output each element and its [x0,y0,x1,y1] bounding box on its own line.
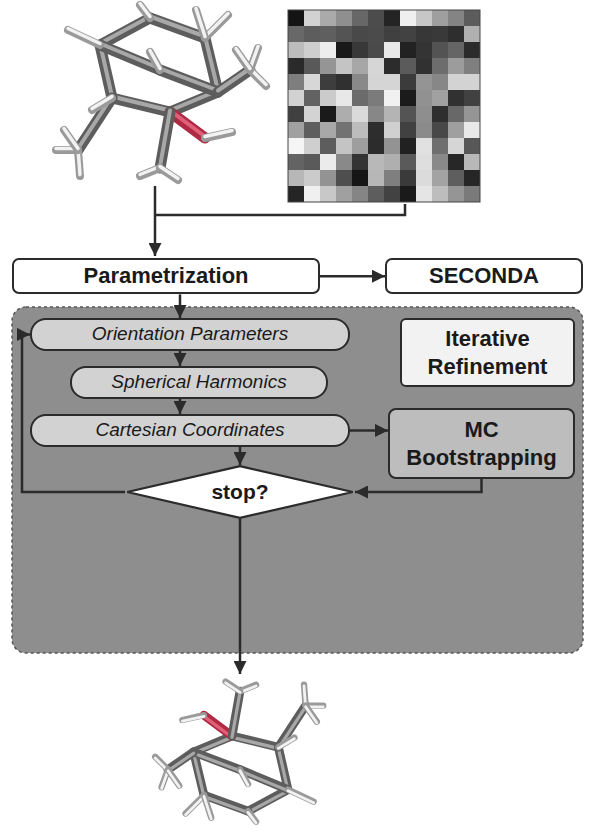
refinement-region: Orientation ParametersSpherical Harmonic… [12,307,583,653]
flow-arrow [320,275,385,278]
flow-arrow [179,399,182,414]
step-pill: Cartesian Coordinates [30,414,350,447]
flow-arrow [350,429,388,432]
decision-diamond: stop? [125,465,355,519]
flow-arrow [179,351,182,366]
output-arrow [239,519,242,674]
data-matrix [288,10,480,202]
process-box: MC Bootstrapping [388,408,575,479]
process-box: Parametrization [12,258,320,294]
refinement-region [12,307,583,653]
node-label: Spherical Harmonics [84,371,314,394]
process-box: SECONDA [385,258,583,294]
region-heading: Iterative Refinement [400,318,575,387]
molecule-input [56,4,266,181]
input-arrow [154,186,157,256]
step-pill: Orientation Parameters [30,318,350,351]
node-label: stop? [211,480,268,504]
node-label: Cartesian Coordinates [44,419,336,442]
matrix-border [288,10,480,202]
node-label: SECONDA [395,263,573,289]
flow-arrow [239,447,242,465]
join-line [155,204,405,215]
molecule-output [155,682,323,823]
step-pill: Spherical Harmonics [70,366,328,399]
node-label: Parametrization [22,263,310,289]
flow-arrow [179,294,182,318]
node-label: Orientation Parameters [44,323,336,346]
node-label: MC Bootstrapping [398,416,565,471]
flow-arrow [355,479,482,492]
